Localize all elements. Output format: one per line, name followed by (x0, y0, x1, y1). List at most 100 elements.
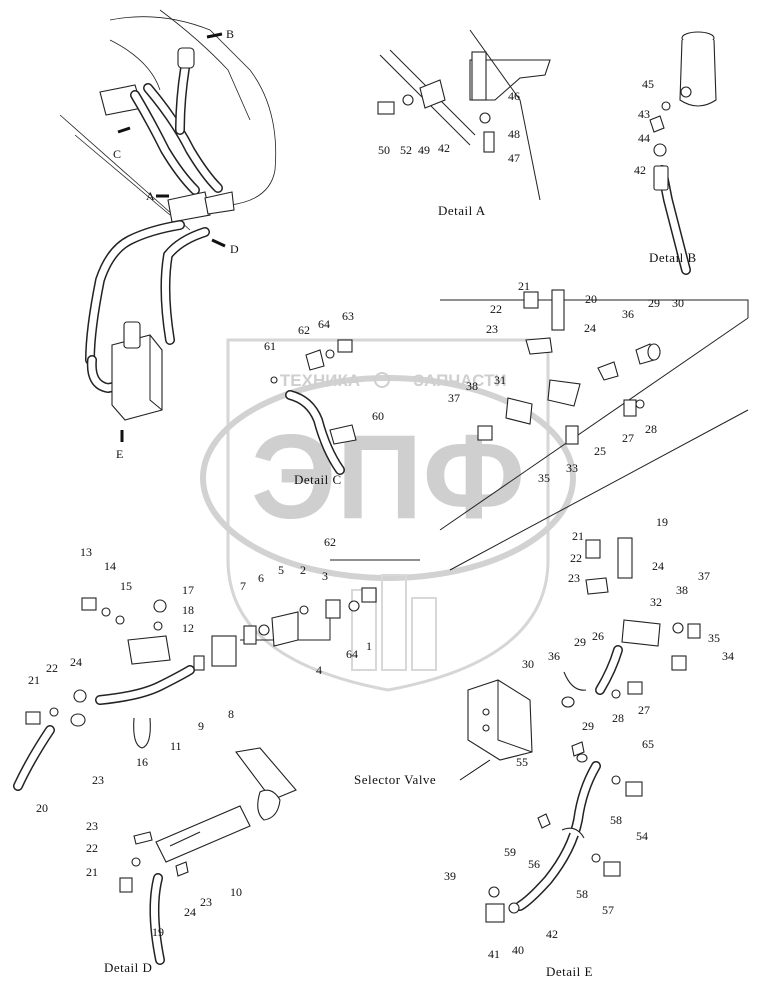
part-number: 43 (638, 107, 650, 121)
part-number: 55 (516, 755, 528, 769)
part-number: 24 (70, 655, 82, 669)
part-number: 23 (92, 773, 104, 787)
part-number: 27 (638, 703, 650, 717)
detail-d (119, 747, 297, 965)
part-number: 57 (602, 903, 614, 917)
watermark-brand-left: ТЕХНИКА (280, 371, 360, 390)
part-number: 42 (438, 141, 450, 155)
part-number: 38 (466, 379, 478, 393)
part-number: 58 (576, 887, 588, 901)
part-number: 2 (300, 563, 306, 577)
detail-e-labels: 65 55 58 54 59 56 58 57 39 41 40 42 Deta… (444, 737, 654, 979)
part-number: 59 (504, 845, 516, 859)
part-number: 29 (648, 296, 660, 310)
selector-valve: Selector Valve (354, 679, 533, 787)
part-number: 22 (570, 551, 582, 565)
right-middle-labels: 21 19 22 24 23 32 37 38 35 34 29 26 36 3… (522, 515, 734, 733)
view-marker-e: E (116, 447, 123, 461)
part-number: 23 (86, 819, 98, 833)
part-number: 35 (538, 471, 550, 485)
main-assembly-view (59, 9, 277, 421)
part-number: 12 (182, 621, 194, 635)
detail-d-labels: 23 22 21 19 24 23 10 Detail D (86, 819, 242, 975)
part-number: 13 (80, 545, 92, 559)
detail-c-caption: Detail C (294, 472, 342, 487)
upper-right-labels: 21 20 22 23 24 29 30 36 31 38 37 27 28 3… (448, 279, 684, 485)
part-number: 63 (342, 309, 354, 323)
part-number: 6 (258, 571, 264, 585)
part-number: 23 (568, 571, 580, 585)
detail-c (270, 339, 357, 475)
leader-line (459, 759, 491, 781)
part-number: 21 (86, 865, 98, 879)
part-number: 49 (418, 143, 430, 157)
arrow-b-icon (206, 32, 223, 39)
view-marker-a: A (146, 189, 155, 203)
part-number: 41 (488, 947, 500, 961)
part-number: 20 (585, 292, 597, 306)
watermark: ЭПФ ТЕХНИКА ЗАПЧАСТИ (200, 338, 576, 692)
part-number: 61 (264, 339, 276, 353)
part-number: 21 (518, 279, 530, 293)
detail-a (377, 29, 551, 201)
part-number: 28 (612, 711, 624, 725)
part-number: 36 (622, 307, 634, 321)
part-number: 24 (184, 905, 196, 919)
part-number: 25 (594, 444, 606, 458)
detail-d-caption: Detail D (104, 960, 152, 975)
part-number: 27 (622, 431, 634, 445)
part-number: 32 (650, 595, 662, 609)
arrow-d-icon (211, 238, 226, 248)
part-number: 22 (46, 661, 58, 675)
part-number: 42 (546, 927, 558, 941)
detail-a-caption: Detail A (438, 203, 486, 218)
part-number: 47 (508, 151, 520, 165)
part-number: 36 (548, 649, 560, 663)
part-number: 60 (372, 409, 384, 423)
part-number: 64 (318, 317, 330, 331)
part-number: 31 (494, 373, 506, 387)
part-number: 21 (572, 529, 584, 543)
part-number: 40 (512, 943, 524, 957)
part-number: 7 (240, 579, 246, 593)
part-number: 64 (346, 647, 358, 661)
part-number: 8 (228, 707, 234, 721)
part-number: 23 (200, 895, 212, 909)
part-number: 50 (378, 143, 390, 157)
part-number: 26 (592, 629, 604, 643)
part-number: 30 (522, 657, 534, 671)
detail-a-labels: 46 48 47 50 52 49 42 Detail A (378, 89, 520, 218)
part-number: 17 (182, 583, 194, 597)
part-number: 37 (698, 569, 710, 583)
part-number: 54 (636, 829, 648, 843)
part-number: 35 (708, 631, 720, 645)
part-number: 39 (444, 869, 456, 883)
detail-e (485, 741, 643, 923)
part-number: 46 (508, 89, 520, 103)
part-number: 62 (324, 535, 336, 549)
gear-icon (374, 372, 390, 388)
part-number: 24 (584, 321, 596, 335)
part-number: 56 (528, 857, 540, 871)
part-number: 62 (298, 323, 310, 337)
part-number: 38 (676, 583, 688, 597)
part-number: 3 (322, 569, 328, 583)
part-number: 11 (170, 739, 182, 753)
right-middle-assembly (449, 409, 749, 708)
part-number: 19 (152, 925, 164, 939)
detail-c-labels: 63 62 64 61 60 Detail C (264, 309, 384, 487)
part-number: 15 (120, 579, 132, 593)
part-number: 37 (448, 391, 460, 405)
detail-b (649, 31, 717, 275)
part-number: 29 (582, 719, 594, 733)
part-number: 33 (566, 461, 578, 475)
detail-b-labels: 45 43 44 42 Detail B (634, 77, 697, 265)
detail-e-caption: Detail E (546, 964, 593, 979)
selector-valve-label: Selector Valve (354, 772, 436, 787)
view-marker-c: C (113, 147, 121, 161)
part-number: 19 (656, 515, 668, 529)
part-number: 48 (508, 127, 520, 141)
part-number: 22 (86, 841, 98, 855)
detail-b-caption: Detail B (649, 250, 697, 265)
